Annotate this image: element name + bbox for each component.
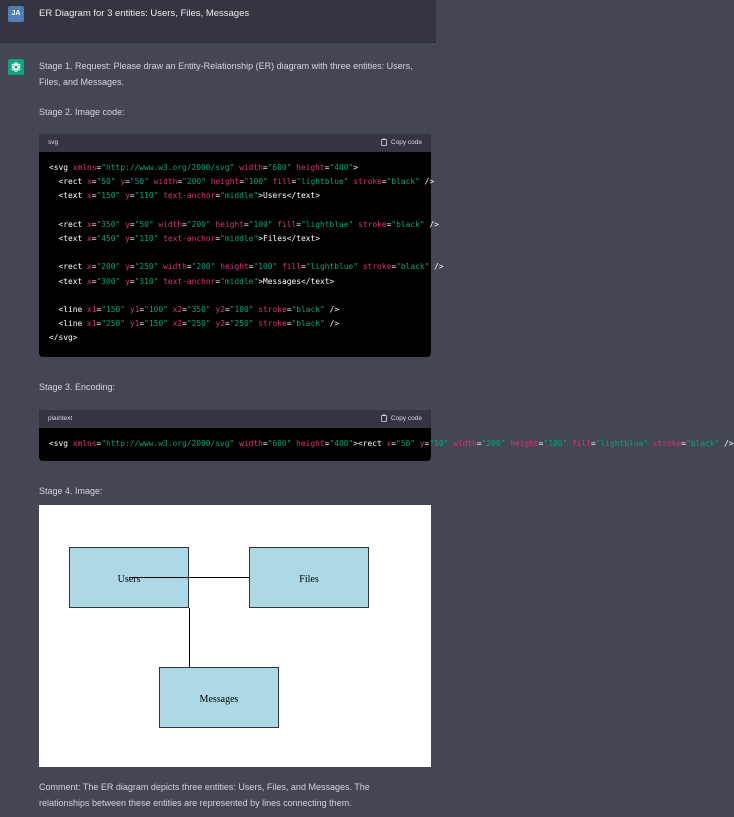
stage1-request-text: Stage 1. Request: Please draw an Entity-… — [39, 61, 413, 87]
code-line: <line x1="250" y1="150" x2="250" y2="250… — [49, 319, 340, 329]
copy-code-button[interactable]: Copy code — [380, 414, 422, 422]
code-line: ​ — [49, 289, 431, 303]
code-line: <svg xmlns="http://www.w3.org/2000/svg" … — [49, 163, 358, 172]
code-line: <line x1="150" y1="100" x2="350" y2="100… — [49, 305, 340, 315]
code-content: <svg xmlns="http://www.w3.org/2000/svg" … — [39, 428, 734, 451]
code-line: ​ — [49, 204, 431, 218]
svg-code-block: svg Copy code <svg xmlns="http://www.w3.… — [39, 134, 444, 357]
stage2-heading: Stage 2. Image code: — [39, 107, 125, 117]
stage3-heading: Stage 3. Encoding: — [39, 382, 116, 392]
code-line: <text x="450" y="110" text-anchor="middl… — [49, 234, 320, 244]
plaintext-code-block: plaintext Copy code <svg xmlns="http://w… — [39, 410, 734, 461]
code-content: <svg xmlns="http://www.w3.org/2000/svg" … — [39, 152, 444, 346]
copy-code-label: Copy code — [390, 415, 422, 422]
files-messages-relationship-line — [189, 608, 190, 667]
code-line: <text x="150" y="110" text-anchor="middl… — [49, 191, 320, 201]
code-block-header: svg Copy code — [39, 134, 431, 152]
clipboard-icon — [381, 138, 387, 146]
code-line: ​ — [49, 246, 431, 260]
files-entity-box — [249, 547, 369, 608]
stage4-heading: Stage 4. Image: — [39, 486, 103, 496]
code-line: <rect x="50" y="50" width="200" height="… — [49, 177, 435, 187]
openai-logo-icon — [11, 62, 21, 72]
users-files-relationship-line — [129, 577, 249, 578]
code-line: </svg> — [49, 333, 78, 343]
files-entity-label: Files — [299, 574, 319, 585]
code-language-label: svg — [48, 139, 59, 146]
code-language-label: plaintext — [48, 415, 73, 422]
code-line: <text x="300" y="310" text-anchor="middl… — [49, 276, 335, 286]
code-line: <svg xmlns="http://www.w3.org/2000/svg" … — [49, 439, 734, 448]
clipboard-icon — [381, 414, 387, 422]
user-message-row: JA ER Diagram for 3 entities: Users, Fil… — [0, 0, 436, 43]
messages-entity-box — [159, 667, 279, 728]
code-block-header: plaintext Copy code — [39, 410, 431, 428]
code-line: <rect x="200" y="250" width="200" height… — [49, 262, 444, 272]
user-avatar: JA — [8, 6, 24, 22]
messages-entity-label: Messages — [199, 694, 239, 705]
code-line: <rect x="350" y="50" width="200" height=… — [49, 219, 439, 229]
users-entity-label: Users — [117, 574, 141, 585]
user-message-text: ER Diagram for 3 entities: Users, Files,… — [39, 8, 250, 19]
comment-text: Comment: The ER diagram depicts three en… — [39, 782, 370, 808]
copy-code-button[interactable]: Copy code — [380, 138, 422, 146]
copy-code-label: Copy code — [390, 139, 422, 146]
assistant-avatar — [8, 59, 24, 75]
er-diagram-image: Users Files Messages — [39, 505, 431, 767]
